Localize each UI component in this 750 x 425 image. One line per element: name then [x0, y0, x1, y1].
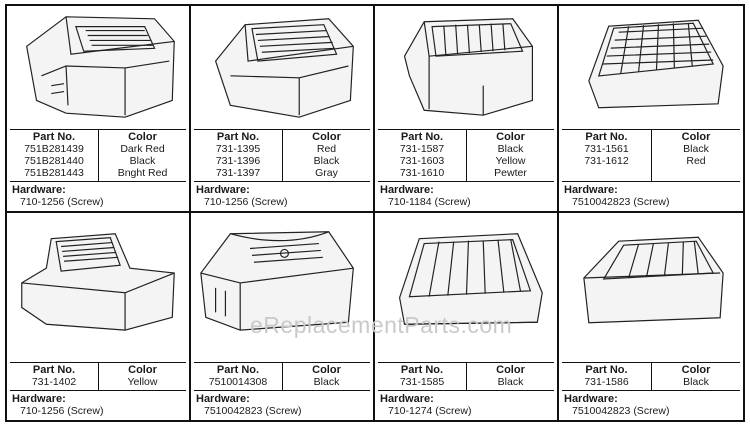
- part-info-7: Part No. 731-1585 Color Black Hardware: …: [378, 362, 554, 417]
- part-cell-6: Part No. 7510014308 Color Black Hardware…: [191, 213, 375, 420]
- part-number: 731-1587: [399, 143, 445, 155]
- part-color: Gray: [315, 167, 338, 179]
- engine-cover-shroud-icon: [375, 213, 557, 343]
- hardware-value: 710-1184 (Screw): [388, 196, 471, 208]
- part-color: Red: [316, 143, 337, 155]
- part-color: Black: [683, 143, 709, 155]
- engine-cover-shroud-icon: [7, 213, 189, 343]
- engine-cover-shroud-icon: [191, 213, 373, 343]
- part-color: Red: [686, 155, 706, 167]
- part-color: Black: [313, 376, 340, 388]
- part-no-header: Part No.: [32, 131, 76, 143]
- engine-cover-shroud-icon: [375, 6, 557, 126]
- part-color: Yellow: [495, 155, 526, 167]
- engine-cover-shroud-icon: [559, 6, 743, 126]
- color-header: Color: [128, 131, 157, 143]
- hardware-value: 7510042823 (Screw): [204, 405, 302, 417]
- color-header: Color: [496, 364, 525, 376]
- hardware-header: Hardware:: [380, 184, 434, 196]
- part-no-header: Part No.: [216, 131, 260, 143]
- part-color: Pewter: [494, 167, 527, 179]
- part-info-4: Part No. 731-1561 731-1612 Color Black R…: [562, 129, 740, 208]
- part-color: Yellow: [127, 376, 158, 388]
- part-cell-3: Part No. 731-1587 731-1603 731-1610 Colo…: [375, 6, 559, 213]
- hardware-value: 710-1256 (Screw): [204, 196, 288, 208]
- hardware-header: Hardware:: [380, 393, 434, 405]
- part-number: 731-1603: [399, 155, 445, 167]
- color-header: Color: [312, 131, 341, 143]
- part-no-header: Part No.: [400, 364, 444, 376]
- hardware-header: Hardware:: [196, 393, 250, 405]
- hardware-header: Hardware:: [564, 184, 618, 196]
- engine-cover-shroud-icon: [7, 6, 189, 126]
- part-color: Black: [313, 155, 340, 167]
- part-cell-1: Part No. 751B281439 751B281440 751B28144…: [7, 6, 191, 213]
- part-cell-7: Part No. 731-1585 Color Black Hardware: …: [375, 213, 559, 420]
- hardware-value: 7510042823 (Screw): [572, 196, 670, 208]
- part-no-header: Part No.: [585, 131, 628, 143]
- part-number: 731-1561: [584, 143, 629, 155]
- hardware-value: 710-1256 (Screw): [20, 196, 104, 208]
- part-cell-5: Part No. 731-1402 Color Yellow Hardware:…: [7, 213, 191, 420]
- part-no-header: Part No.: [400, 131, 444, 143]
- part-number: 751B281439: [24, 143, 84, 155]
- hardware-value: 7510042823 (Screw): [572, 405, 670, 417]
- part-cell-4: Part No. 731-1561 731-1612 Color Black R…: [559, 6, 743, 213]
- part-color: Black: [129, 155, 156, 167]
- part-color: Black: [497, 376, 524, 388]
- part-color: Black: [497, 143, 524, 155]
- part-info-1: Part No. 751B281439 751B281440 751B28144…: [10, 129, 186, 208]
- part-number: 731-1610: [399, 167, 445, 179]
- part-info-6: Part No. 7510014308 Color Black Hardware…: [194, 362, 370, 417]
- part-number: 731-1396: [215, 155, 261, 167]
- part-number: 731-1402: [31, 376, 77, 388]
- hardware-header: Hardware:: [12, 393, 66, 405]
- part-info-2: Part No. 731-1395 731-1396 731-1397 Colo…: [194, 129, 370, 208]
- part-number: 751B281440: [24, 155, 84, 167]
- hardware-header: Hardware:: [564, 393, 618, 405]
- part-number: 731-1612: [584, 155, 629, 167]
- part-cell-2: Part No. 731-1395 731-1396 731-1397 Colo…: [191, 6, 375, 213]
- part-cell-8: Part No. 731-1586 Color Black Hardware: …: [559, 213, 743, 420]
- part-info-8: Part No. 731-1586 Color Black Hardware: …: [562, 362, 740, 417]
- part-number: 731-1397: [215, 167, 261, 179]
- parts-grid: Part No. 751B281439 751B281440 751B28144…: [5, 4, 745, 422]
- part-info-5: Part No. 731-1402 Color Yellow Hardware:…: [10, 362, 186, 417]
- part-no-header: Part No.: [585, 364, 628, 376]
- color-header: Color: [312, 364, 341, 376]
- engine-cover-shroud-icon: [559, 213, 743, 343]
- hardware-header: Hardware:: [196, 184, 250, 196]
- hardware-value: 710-1274 (Screw): [388, 405, 472, 417]
- part-number: 731-1585: [399, 376, 445, 388]
- part-number: 751B281443: [24, 167, 84, 179]
- part-number: 731-1395: [215, 143, 261, 155]
- hardware-value: 710-1256 (Screw): [20, 405, 104, 417]
- part-number: 731-1586: [584, 376, 629, 388]
- part-color: Dark Red: [120, 143, 165, 155]
- hardware-header: Hardware:: [12, 184, 66, 196]
- part-color: Black: [683, 376, 709, 388]
- color-header: Color: [496, 131, 525, 143]
- color-header: Color: [128, 364, 157, 376]
- color-header: Color: [681, 364, 711, 376]
- engine-cover-shroud-icon: [191, 6, 373, 126]
- part-no-header: Part No.: [32, 364, 76, 376]
- part-number: 7510014308: [208, 376, 268, 388]
- part-no-header: Part No.: [216, 364, 260, 376]
- part-info-3: Part No. 731-1587 731-1603 731-1610 Colo…: [378, 129, 554, 208]
- part-color: Bnght Red: [117, 167, 168, 179]
- color-header: Color: [681, 131, 711, 143]
